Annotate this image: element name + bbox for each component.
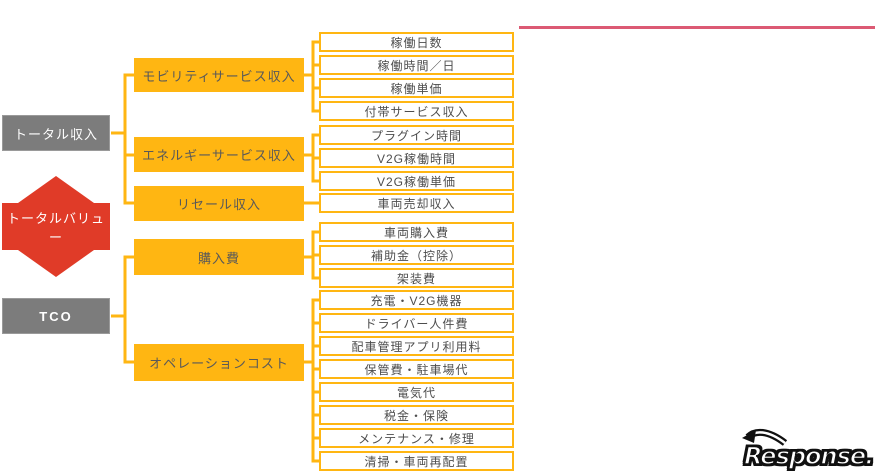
leaf-label: 架装費 [396, 271, 436, 286]
category-label: エネルギーサービス収入 [142, 148, 296, 163]
response-watermark: Response. [740, 428, 882, 474]
category-box-operation-cost: オペレーションコスト [134, 344, 304, 381]
category-box-mobility-service-revenue: モビリティサービス収入 [134, 58, 304, 92]
leaf-label: 清掃・車両再配置 [364, 454, 469, 469]
leaf-box: 電気代 [319, 382, 514, 402]
leaf-box: 税金・保険 [319, 405, 514, 425]
leaf-box: 架装費 [319, 268, 514, 288]
swoosh-arrow-icon [742, 428, 788, 446]
leaf-box: 保管費・駐車場代 [319, 359, 514, 379]
leaf-box: 補助金（控除） [319, 245, 514, 265]
leaf-label: プラグイン時間 [370, 128, 462, 143]
leaf-label: 補助金（控除） [370, 248, 462, 263]
leaf-label: 稼働単価 [390, 81, 443, 96]
category-box-energy-service-revenue: エネルギーサービス収入 [134, 137, 304, 172]
leaf-label: 稼働時間／日 [377, 58, 456, 73]
leaf-box: 配車管理アプリ利用料 [319, 336, 514, 356]
leaf-label: 充電・V2G機器 [370, 293, 463, 308]
category-box-purchase-cost: 購入費 [134, 239, 304, 275]
leaf-label: 車両購入費 [383, 225, 449, 240]
category-label: モビリティサービス収入 [142, 68, 296, 84]
leaf-box: メンテナンス・修理 [319, 428, 514, 448]
total-value-box: トータルバリュー [2, 203, 110, 250]
leaf-label: V2G稼働単価 [376, 174, 456, 189]
leaf-box: プラグイン時間 [319, 125, 514, 145]
leaf-label: 税金・保険 [383, 408, 449, 423]
leaf-label: ドライバー人件費 [364, 316, 469, 331]
watermark-text: Response. [743, 441, 875, 471]
category-label: 購入費 [197, 250, 240, 266]
leaf-box: 清掃・車両再配置 [319, 451, 514, 471]
total-revenue-box: トータル収入 [2, 115, 110, 151]
leaf-label: メンテナンス・修理 [358, 431, 475, 446]
category-label: オペレーションコスト [149, 356, 289, 371]
leaf-box: 充電・V2G機器 [319, 290, 514, 310]
leaf-box: 付帯サービス収入 [319, 101, 514, 121]
divider-line [519, 26, 875, 29]
leaf-box: V2G稼働単価 [319, 171, 514, 191]
leaf-box: 稼働日数 [319, 32, 514, 52]
tco-label: TCO [39, 308, 73, 324]
leaf-box: 車両売却収入 [319, 193, 514, 213]
category-box-resale-revenue: リセール収入 [134, 186, 304, 221]
leaf-box: 稼働時間／日 [319, 55, 514, 75]
leaf-box: 車両購入費 [319, 222, 514, 242]
total-revenue-label: トータル収入 [13, 126, 98, 142]
leaf-box: 稼働単価 [319, 78, 514, 98]
leaf-box: V2G稼働時間 [319, 148, 514, 168]
leaf-label: 電気代 [396, 385, 436, 400]
leaf-label: 稼働日数 [390, 35, 443, 50]
leaf-label: 付帯サービス収入 [364, 104, 469, 119]
leaf-label: V2G稼働時間 [376, 151, 456, 166]
category-label: リセール収入 [176, 197, 261, 212]
total-value-label: トータルバリュー [6, 210, 105, 245]
leaf-box: ドライバー人件費 [319, 313, 514, 333]
tco-box: TCO [2, 298, 110, 334]
leaf-label: 保管費・駐車場代 [364, 362, 469, 377]
leaf-label: 配車管理アプリ利用料 [351, 339, 482, 354]
leaf-label: 車両売却収入 [377, 196, 456, 211]
